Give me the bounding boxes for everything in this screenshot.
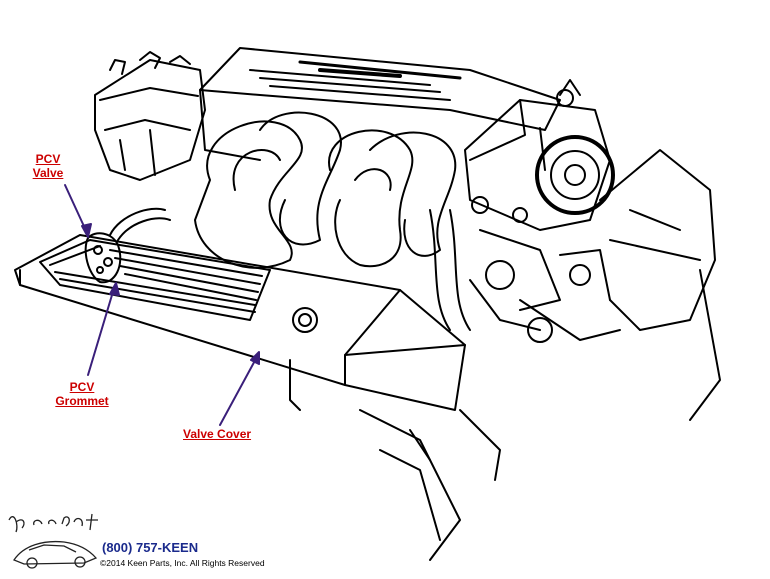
pcv-grommet-arrowhead	[109, 282, 120, 296]
throttle-body	[464, 79, 615, 231]
pcv-valve	[84, 207, 171, 284]
pcv-grommet-arrow	[87, 284, 116, 376]
hoses-fittings	[429, 196, 621, 343]
intake-plenum	[199, 47, 561, 171]
phone-number[interactable]: (800) 757-KEEN	[102, 540, 199, 555]
engine-block-right	[599, 149, 721, 421]
pcv-valve-arrowhead	[81, 223, 92, 238]
valve-cover-arrowhead	[250, 351, 260, 365]
distributor-cap	[94, 51, 206, 181]
valve-cover-label[interactable]: Valve Cover	[183, 427, 252, 441]
copyright-text: ©2014 Keen Parts, Inc. All Rights Reserv…	[100, 558, 265, 568]
pcv-valve-label[interactable]: PCV Valve	[32, 152, 64, 180]
pcv-grommet-label[interactable]: PCV Grommet	[55, 380, 109, 408]
valve-cover-arrow	[219, 354, 259, 426]
intake-runners	[194, 111, 457, 269]
keen-parts-logo	[8, 513, 98, 569]
valve-cover	[14, 234, 466, 411]
engine-block-lower	[359, 409, 501, 561]
